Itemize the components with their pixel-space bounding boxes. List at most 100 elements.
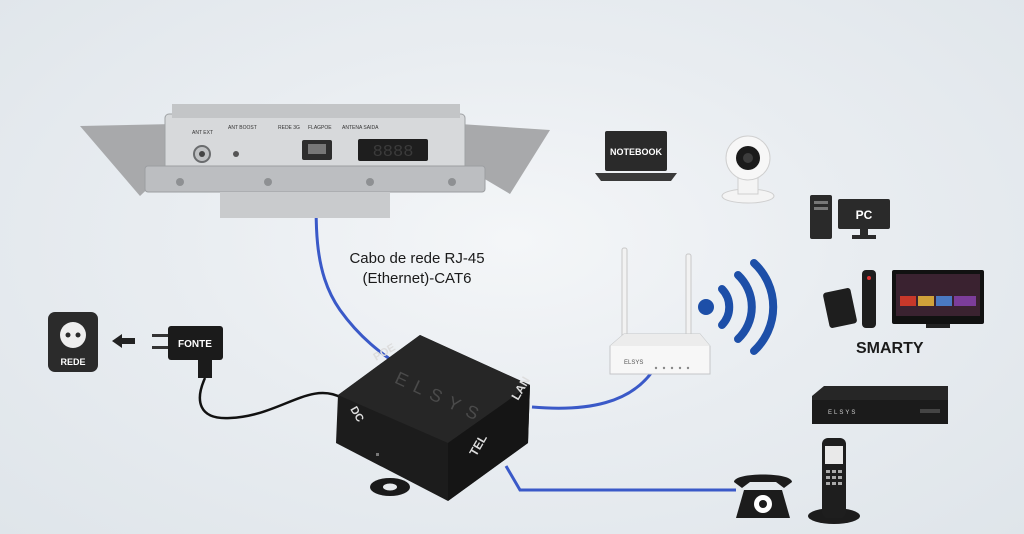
stb-display [920,409,940,413]
router-antenna-right [685,253,692,341]
router-led [678,366,682,370]
adapter-neck [198,360,212,378]
adapter-label: FONTE [178,339,212,350]
router-brand: ELSYS [624,360,643,366]
router-led [670,366,674,370]
port-label-rede-3g: REDE 3G [278,125,300,131]
plug-pin [152,346,170,349]
cordless-key [838,482,842,485]
router-top [610,334,710,346]
dc-power-cable [198,377,343,420]
smarty-label: SMARTY [856,340,924,357]
pc-monitor [838,199,890,229]
outlet-hole [65,332,71,338]
screw [448,178,456,186]
outlet-hole [75,332,81,338]
ant-boost-hole [233,151,239,157]
phone-handset [734,474,792,488]
outdoor-unit: 8888 ANT EXT ANT BOOST REDE 3G FLAGPOE A… [80,104,550,218]
screw [264,178,272,186]
tv-content [896,274,980,316]
notebook-label: NOTEBOOK [610,147,663,157]
wall-outlet: REDE [48,312,98,372]
tel-cable [504,465,736,492]
unit-top [172,104,460,118]
injector-top-face [338,335,530,443]
display-digits: 8888 [373,143,414,162]
pc-monitor-stand [860,229,868,235]
remote-power-button [867,276,871,280]
right-flap [456,124,550,194]
tv-tile [918,296,934,306]
unit-mount [220,192,390,218]
wifi-router: ELSYS [609,247,711,375]
cordless-key [838,470,842,473]
pc-label: PC [856,208,873,222]
arrow-shape [112,334,135,348]
port-label-ant-boost: ANT BOOST [228,125,257,131]
plug-pin [152,334,170,337]
cordless-key [838,476,842,479]
pc-drive-bay [814,207,828,210]
injector-side-face [448,385,530,501]
seven-segment-display [358,139,428,161]
arrow-left-icon [112,334,135,348]
cordless-key [832,470,836,473]
cordless-key [826,470,830,473]
router-led [654,366,658,370]
cable-caption-line-2: (Ethernet)-CAT6 [362,270,472,287]
cordless-key [826,482,830,485]
pc-monitor-foot [852,235,876,239]
router-led [662,366,666,370]
pc-icon: PC [810,195,890,239]
ant-ext-pin [199,151,205,157]
tv-tile [900,296,916,306]
remote-control [862,270,876,328]
streaming-stick [823,288,857,328]
tv-tile [936,296,952,306]
screw [176,178,184,186]
port-label-antena-saida: ANTENA SAIDA [342,125,379,131]
cordless-key [826,476,830,479]
smarty-kit [823,270,984,328]
port-label-ant-ext: ANT EXT [192,130,213,136]
cordless-key [832,476,836,479]
tv-tile [954,296,976,306]
wifi-signal-icon [698,259,778,355]
desk-phone-icon [734,474,792,518]
lan-cable [531,371,654,410]
notebook-icon: NOTEBOOK [595,131,677,181]
pc-tower [810,195,832,239]
wifi-arc-2 [734,271,756,343]
cordless-screen [825,446,843,464]
notebook-base [595,173,677,181]
poe-injector: ELSYS POE DC LAN TEL [336,335,533,501]
adapter-body [168,326,223,360]
pc-drive-bay [814,201,828,204]
notebook-screen [605,131,667,171]
outlet-label: REDE [60,357,85,367]
ip-camera-icon [721,135,775,204]
port-label-flagpoe: FLAGPOE [308,125,332,131]
set-top-box-icon: ELSYS [812,386,948,424]
wifi-arc-1 [718,285,734,329]
phone-dial-center [759,500,767,508]
cable-caption: Cabo de rede RJ-45 (Ethernet)-CAT6 [326,249,508,289]
indicator-led [376,453,379,456]
outlet-socket [60,322,86,348]
camera-lens [743,153,753,163]
wifi-dot [698,299,714,315]
router-antenna-left [621,247,628,341]
screw [366,178,374,186]
tv-stand [926,324,950,328]
stb-brand: ELSYS [828,410,857,416]
power-adapter: FONTE [152,326,223,378]
cordless-key [832,482,836,485]
wifi-arc-3 [750,259,778,355]
rj45-port-inner [308,144,326,154]
router-led [686,366,690,370]
unit-base [144,165,486,193]
mounting-hole [383,483,397,491]
cordless-phone-icon [808,438,860,524]
